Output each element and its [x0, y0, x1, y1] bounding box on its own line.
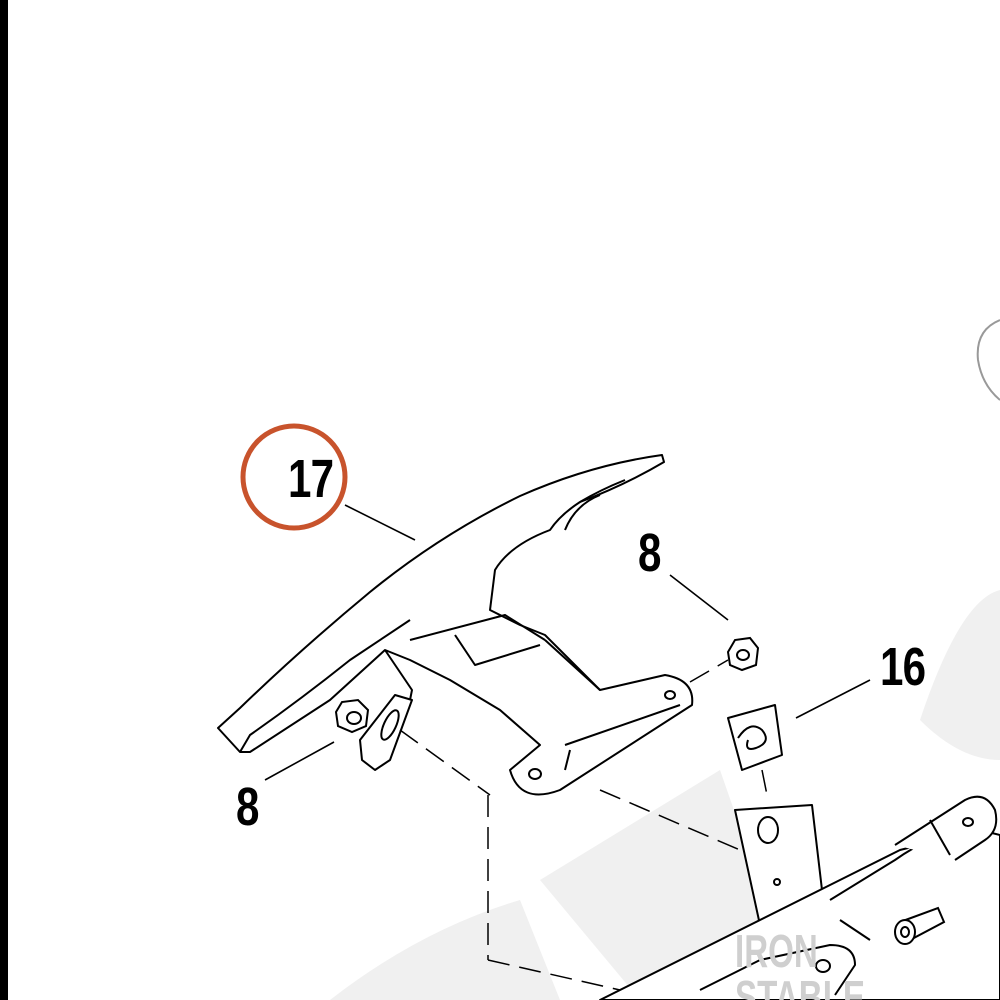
leader-17 — [344, 504, 416, 541]
nut-upper — [726, 636, 760, 672]
leader-16 — [795, 679, 871, 719]
tab-bracket — [359, 694, 413, 771]
callout-8-upper-label: 8 — [638, 523, 661, 583]
callout-8-lower-label: 8 — [236, 777, 259, 837]
watermark-text: IRON STABLE — [735, 925, 866, 1000]
leader-8-lower — [264, 741, 335, 781]
fender-bracket — [217, 454, 694, 796]
leader-lines — [264, 504, 871, 781]
right-edge-component — [976, 319, 1000, 401]
nut-lower — [334, 698, 370, 734]
clip-nut — [727, 704, 783, 771]
leader-8-upper — [669, 574, 729, 621]
callout-17-label: 17 — [288, 449, 334, 509]
callout-16-label: 16 — [880, 637, 926, 697]
callout-17-highlight-ring — [240, 423, 348, 531]
frame-rail — [599, 795, 1000, 1000]
left-edge-bar — [0, 0, 8, 1000]
background-watermark-shapes — [330, 590, 1000, 1000]
bolt — [894, 906, 946, 945]
